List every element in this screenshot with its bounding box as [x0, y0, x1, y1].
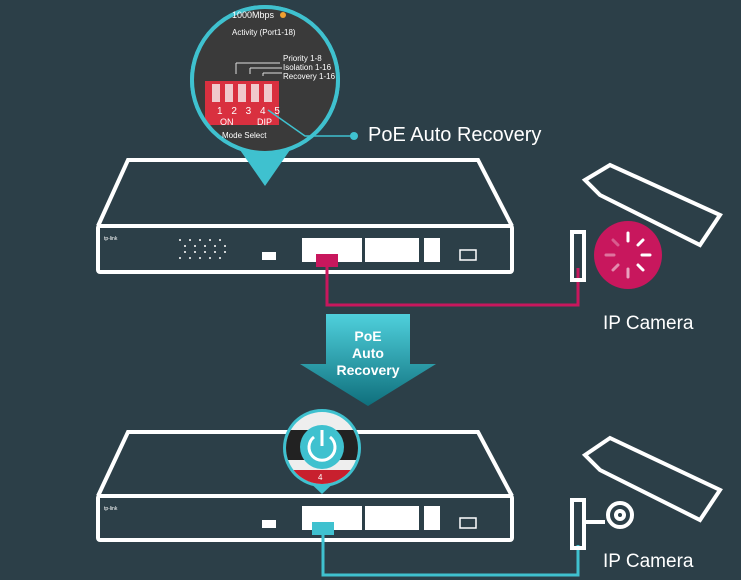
loading-icon [594, 221, 662, 289]
arrow-label: PoE Auto Recovery [326, 328, 410, 379]
feature-label: PoE Auto Recovery [368, 124, 542, 146]
fault-cable [325, 267, 580, 307]
dip-numbers: 1 2 3 4 5 [217, 106, 283, 117]
switch-top-ports [262, 238, 477, 267]
arrow-label-line3: Recovery [336, 362, 400, 378]
speed-label: 1000Mbps [232, 10, 275, 20]
camera-top-label: IP Camera [603, 313, 694, 334]
activity-label: Activity (Port1-18) [232, 28, 296, 37]
power-recovery-icon [300, 425, 344, 469]
mode-select-label: Mode Select [222, 131, 267, 140]
switch-bottom-logo: tp-link [104, 506, 118, 512]
switch-bottom-ports [262, 506, 477, 535]
port-number: 4 [318, 473, 323, 482]
on-label: ON [220, 117, 234, 127]
switch-top-logo: tp-link [104, 236, 118, 242]
arrow-label-line2: Auto [352, 345, 384, 361]
camera-bottom-label: IP Camera [603, 551, 694, 572]
priority-label: Priority 1-8 [283, 54, 322, 63]
loading-spinner [604, 231, 652, 279]
recovery-label: Recovery 1-16 [283, 72, 336, 81]
arrow-label-line1: PoE [354, 328, 382, 344]
port-callout [283, 409, 361, 494]
ip-camera-top [570, 162, 723, 282]
restored-cable [321, 535, 580, 577]
switch-top-leds [179, 239, 226, 259]
magnifier-callout [190, 5, 358, 186]
switch-top [96, 158, 514, 274]
dip-label: DIP [257, 117, 273, 127]
recovery-arrow [300, 314, 436, 406]
isolation-label: Isolation 1-16 [283, 63, 332, 72]
ip-camera-bottom [570, 435, 723, 550]
